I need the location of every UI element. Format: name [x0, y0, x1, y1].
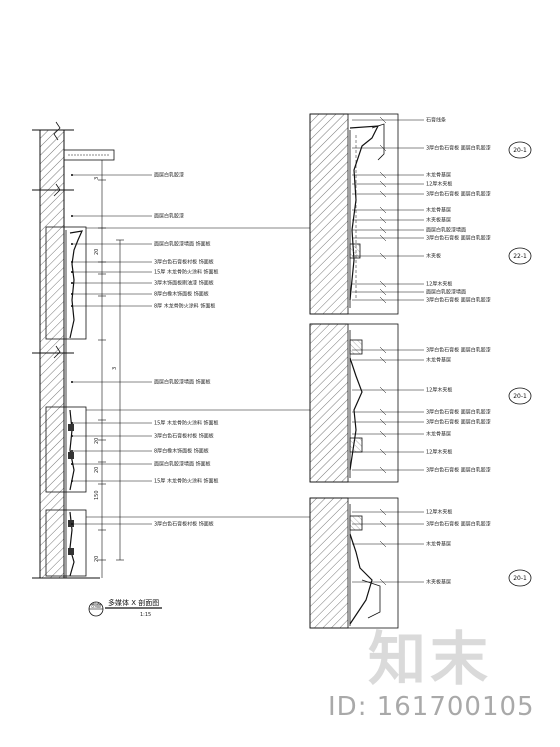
right-annotation: 3厚白色石膏板 面层白乳胶漆 [426, 235, 491, 242]
left-annotation: 15厚 木龙骨防火涂料 饰面板 [154, 420, 219, 427]
right-annotation: 12厚木夹板 [426, 387, 452, 394]
dimension-label: 3 [94, 177, 100, 180]
dimension-label: 20 [94, 438, 100, 444]
detail-tag-label: 20-1 [513, 393, 527, 400]
detail-section-1 [309, 113, 399, 315]
section-caption: 剖面 多媒体 X 剖面图 1:15 [88, 598, 162, 618]
detail-tag-label: 20-1 [513, 575, 527, 582]
right-annotation: 石膏线条 [426, 117, 446, 124]
left-annotation: 8厚白橡木饰面板 饰面板 [154, 291, 209, 298]
dimension-label: 150 [94, 490, 100, 500]
right-annotation: 木龙骨基层 [426, 357, 451, 364]
detail-tag-label: 22-1 [513, 253, 527, 260]
right-annotation: 木夹板基层 [426, 579, 451, 586]
right-annotation: 3厚白色石膏板 面层白乳胶漆 [426, 467, 491, 474]
right-annotation: 面层白乳胶漆墙面 [426, 227, 466, 234]
dimension-label: 3 [112, 367, 118, 370]
detail-section-3 [309, 497, 399, 629]
right-annotation: 3厚白色石膏板 面层白乳胶漆 [426, 419, 491, 426]
dimension-label: 20 [94, 556, 100, 562]
detail-section-2 [309, 323, 399, 483]
dimension-labels: 150 3 3 20 20 20 20 [94, 177, 118, 562]
caption-title: 多媒体 X 剖面图 [108, 598, 159, 607]
left-annotation: 面层白乳胶漆 [154, 172, 184, 179]
right-annotation: 3厚白色石膏板 面层白乳胶漆 [426, 145, 491, 152]
right-annotation: 12厚木夹板 [426, 449, 452, 456]
watermark-id: ID: 161700105 [328, 692, 535, 722]
left-annotation: 3厚木饰面板刷油漆 饰面板 [154, 280, 214, 287]
left-annotation: 面层白乳胶漆 [154, 213, 184, 220]
detail-tag-circle [508, 247, 532, 265]
watermark-logo: 知末 [368, 625, 493, 693]
right-annotation: 木龙骨基层 [426, 207, 451, 214]
dimension-label: 20 [94, 249, 100, 255]
left-annotation: 15厚 木龙骨防火涂料 饰面板 [154, 478, 219, 485]
right-annotation: 木龙骨基层 [426, 431, 451, 438]
caption-marker-label: 剖面 [91, 602, 101, 609]
left-annotation: 3厚白色石膏板衬板 饰面板 [154, 433, 214, 440]
detail-tags: 20-1 22-1 20-1 20-1 [508, 141, 532, 587]
right-annotation: 3厚白色石膏板 面层白乳胶漆 [426, 297, 491, 304]
left-annotation: 面层白乳胶漆墙面 饰面板 [154, 241, 211, 248]
right-annotation: 木龙骨基层 [426, 172, 451, 179]
right-annotation: 木夹板 [426, 253, 441, 260]
left-annotation: 面层白乳胶漆墙面 饰面板 [154, 379, 211, 386]
right-annotation: 3厚白色石膏板 面层白乳胶漆 [426, 347, 491, 354]
detail-tag-label: 20-1 [513, 147, 527, 154]
left-annotation: 3厚白色石膏板衬板 饰面板 [154, 259, 214, 266]
detail-tag-circle [508, 569, 532, 587]
detail-tag-circle [508, 387, 532, 405]
right-annotation: 12厚木夹板 [426, 281, 452, 288]
right-annotation: 3厚白色石膏板 面层白乳胶漆 [426, 191, 491, 198]
left-annotation: 15厚 木龙骨防火涂料 饰面板 [154, 269, 219, 276]
left-annotation: 8厚白橡木饰面板 饰面板 [154, 448, 209, 455]
right-annotation: 12厚木夹板 [426, 509, 452, 516]
caption-scale: 1:15 [140, 612, 151, 618]
left-annotation: 面层白乳胶漆墙面 饰面板 [154, 461, 211, 468]
left-annotation: 8厚 木龙骨防火涂料 饰面板 [154, 303, 215, 310]
right-annotation: 木夹板基层 [426, 217, 451, 224]
right-annotation: 12厚木夹板 [426, 181, 452, 188]
right-annotation: 面层白乳胶漆墙面 [426, 289, 466, 296]
right-annotation: 木龙骨基层 [426, 541, 451, 548]
detail-tag-circle [508, 141, 532, 159]
right-annotation: 3厚白色石膏板 面层白乳胶漆 [426, 521, 491, 528]
left-annotation: 3厚白色石膏板衬板 饰面板 [154, 521, 214, 528]
right-annotation: 3厚白色石膏板 面层白乳胶漆 [426, 409, 491, 416]
dimension-label: 20 [94, 467, 100, 473]
